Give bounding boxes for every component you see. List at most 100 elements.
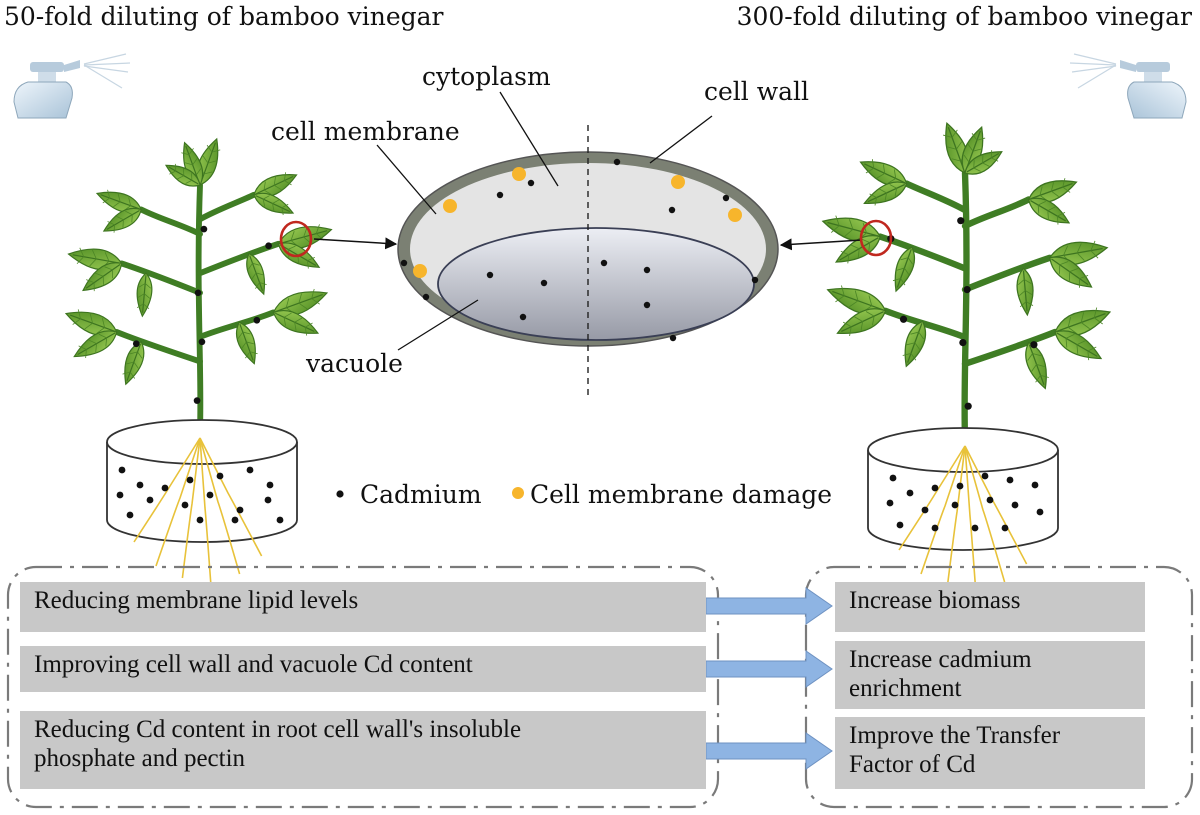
cadmium-particle	[527, 179, 535, 187]
cadmium-particle	[1031, 481, 1039, 489]
cadmium-particle	[964, 402, 972, 410]
leaf	[902, 320, 927, 368]
cadmium-particle	[198, 338, 206, 346]
membrane-damage-marker	[671, 175, 685, 189]
cadmium-particle	[1011, 501, 1019, 509]
legend-membrane-damage: Cell membrane damage	[530, 480, 832, 509]
leaf	[272, 288, 329, 317]
cadmium-particle	[400, 259, 408, 267]
cadmium-particle	[146, 496, 154, 504]
effect-text: phosphate and pectin	[34, 745, 246, 772]
cadmium-particle	[200, 225, 208, 233]
arrow-icon	[705, 650, 833, 688]
cadmium-particle	[959, 338, 967, 347]
leaf	[102, 207, 142, 233]
legend-cadmium: Cadmium	[360, 480, 482, 509]
cadmium-particle	[486, 271, 494, 279]
root	[199, 437, 241, 575]
effect-box-cell-wall-vacuole: Improving cell wall and vacuole Cd conte…	[20, 646, 706, 692]
cadmium-particle	[216, 472, 224, 480]
left-pot	[106, 419, 298, 543]
cadmium-particle	[956, 482, 964, 490]
membrane-damage-marker	[413, 264, 427, 278]
plant-icon	[821, 121, 1112, 442]
spray-bottle-icon	[1069, 53, 1187, 119]
cadmium-particle	[981, 472, 989, 480]
cadmium-particle	[276, 516, 284, 524]
arrow-icon	[705, 732, 833, 770]
cadmium-particle	[126, 511, 134, 519]
cadmium-particle	[722, 194, 730, 202]
spray-bottle-icon	[13, 53, 131, 119]
root	[964, 445, 977, 595]
right-treatment-title: 300-fold diluting of bamboo vinegar	[737, 2, 1192, 31]
root	[964, 445, 1006, 583]
cadmium-particle	[519, 313, 527, 321]
cadmium-particle	[1036, 508, 1044, 516]
outcome-text: Increase cadmium	[849, 646, 1032, 673]
leaf	[253, 192, 295, 216]
label-cell-membrane: cell membrane	[271, 117, 460, 146]
damage-legend-marker	[512, 487, 524, 499]
leaf	[1027, 178, 1078, 204]
effect-box-root-cell-wall: Reducing Cd content in root cell wall's …	[20, 711, 706, 789]
leaf	[165, 163, 201, 187]
effect-text: Reducing membrane lipid levels	[34, 587, 359, 614]
leaf	[1049, 256, 1093, 288]
label-cell-wall: cell wall	[704, 77, 809, 106]
root	[155, 437, 201, 567]
leaf	[82, 262, 123, 292]
right-leaf-highlight	[859, 219, 893, 257]
outcome-text: Factor of Cd	[849, 751, 976, 778]
root	[898, 445, 966, 551]
leaf	[1025, 341, 1049, 390]
cadmium-particle	[931, 484, 939, 492]
cell-icon	[397, 125, 779, 395]
cadmium-particle	[921, 506, 929, 514]
label-vacuole: vacuole	[305, 349, 403, 378]
cadmium-particle	[266, 481, 274, 489]
cadmium-particle	[906, 489, 914, 497]
cadmium-particle	[422, 293, 430, 301]
cadmium-particle	[1006, 476, 1014, 484]
leaf	[863, 181, 908, 206]
label-cytoplasm: cytoplasm	[422, 62, 551, 91]
cadmium-particle	[931, 524, 939, 532]
outcome-box-cadmium-enrichment: Increase cadmium enrichment	[835, 641, 1145, 709]
cadmium-particle	[136, 481, 144, 489]
cadmium-particle	[963, 285, 971, 294]
cadmium-particle	[186, 476, 194, 484]
leaf	[964, 150, 1003, 175]
cadmium-particle	[253, 316, 261, 324]
cadmium-particle	[196, 516, 204, 524]
leaf	[834, 235, 881, 264]
cell-label-lines	[376, 91, 713, 351]
cadmium-particle	[246, 466, 254, 474]
root	[133, 437, 201, 543]
cadmium-particle	[206, 491, 214, 499]
cadmium-particle	[886, 499, 894, 507]
cadmium-particle	[540, 279, 548, 287]
cadmium-particle	[669, 334, 677, 342]
membrane-damage-marker	[512, 167, 526, 181]
outcome-text: Increase biomass	[849, 587, 1021, 614]
cadmium-particle	[236, 506, 244, 514]
cadmium-legend-marker	[336, 490, 344, 498]
leaf	[892, 246, 916, 293]
legend: Cadmium Cell membrane damage	[336, 480, 832, 509]
leaf	[1027, 197, 1071, 225]
cadmium-particle	[231, 516, 239, 524]
cadmium-particle	[118, 466, 126, 474]
root	[920, 445, 966, 575]
root	[946, 445, 966, 587]
cadmium-particle	[643, 301, 651, 309]
leaf	[1054, 330, 1103, 361]
root	[181, 437, 201, 579]
root	[199, 437, 212, 587]
cadmium-particle	[971, 524, 979, 532]
right-pot	[867, 427, 1059, 551]
cadmium-particle	[951, 501, 959, 509]
cadmium-particle	[116, 491, 124, 499]
outcome-box-transfer-factor: Improve the Transfer Factor of Cd	[835, 717, 1145, 789]
